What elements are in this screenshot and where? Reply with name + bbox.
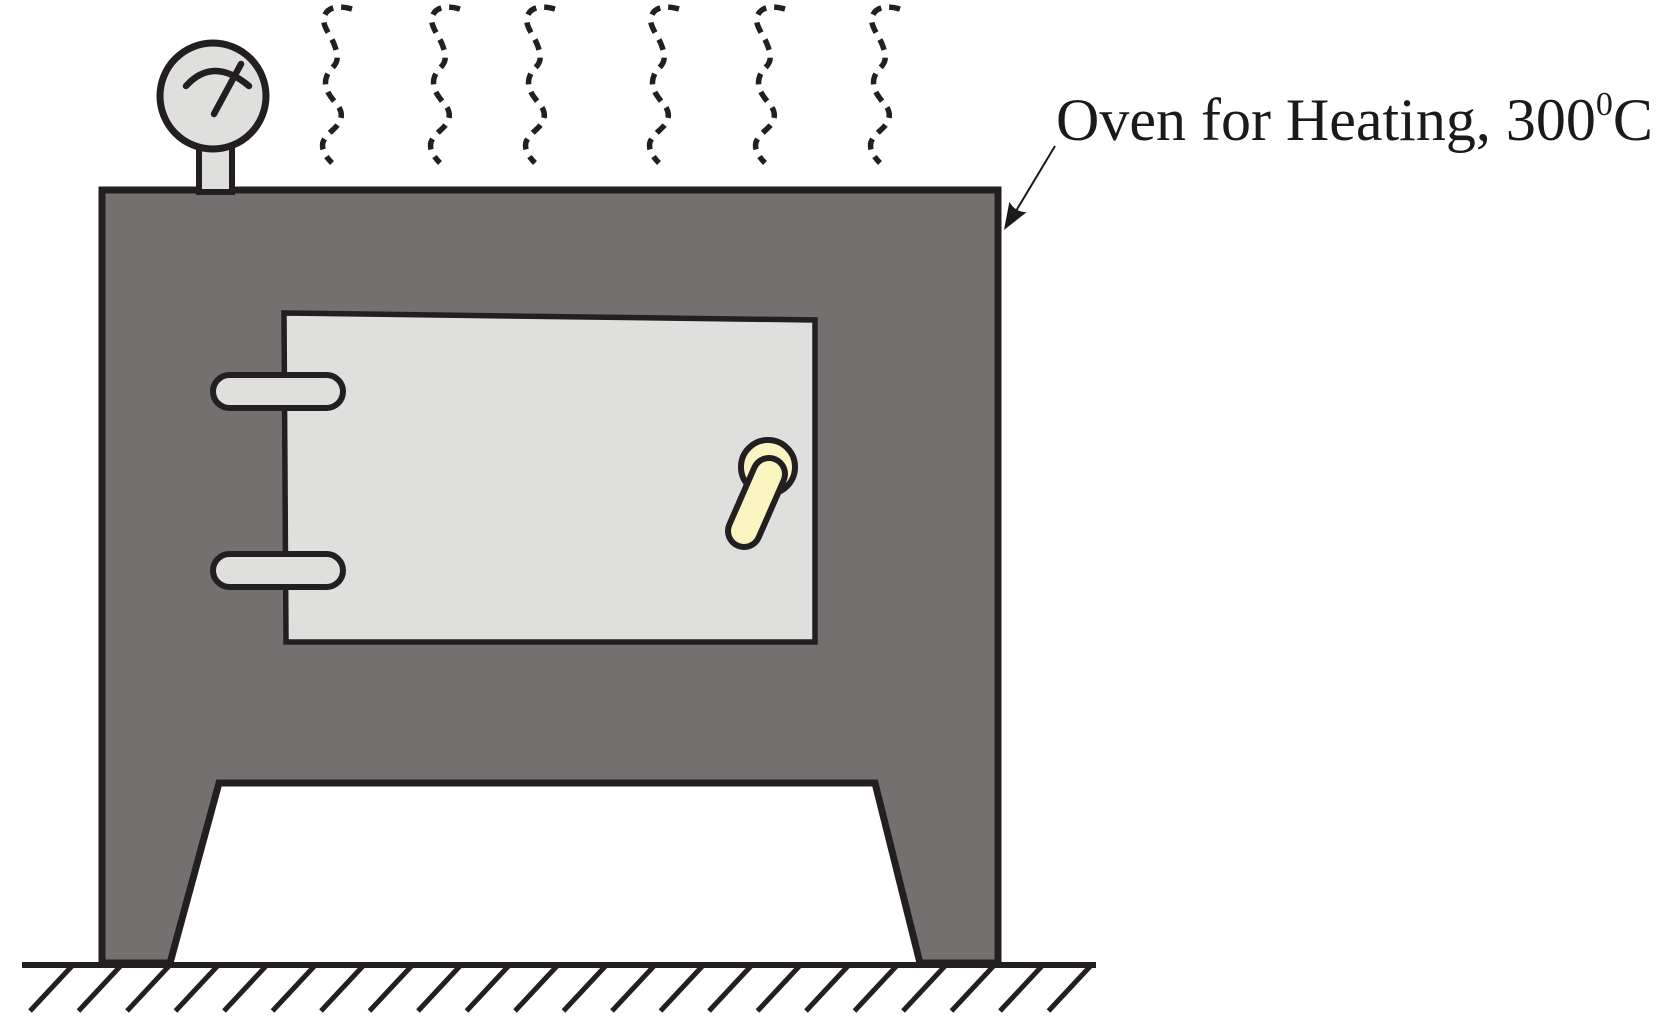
heat-waves	[323, 7, 900, 163]
ground-hatch-line	[367, 964, 414, 1013]
ground-hatch-line	[561, 964, 608, 1013]
annotation-arrow	[1004, 145, 1056, 230]
oven-label-superscript: 0	[1595, 86, 1613, 123]
heat-wave-icon	[526, 7, 555, 163]
ground-hatch-line	[28, 964, 74, 1013]
ground-hatch-line	[319, 964, 365, 1013]
ground-hatch-line	[173, 964, 220, 1013]
ground-hatch-line	[464, 964, 511, 1013]
ground-hatch-line	[76, 964, 123, 1013]
heat-wave-icon	[323, 7, 352, 163]
temperature-gauge	[156, 39, 270, 195]
heat-wave-icon	[871, 7, 900, 163]
heat-wave-icon	[431, 7, 460, 163]
arrowhead-icon	[1004, 201, 1027, 230]
ground-hatch-line	[658, 964, 705, 1013]
ground-hatch-line	[755, 964, 802, 1013]
oven-label-text: Oven for Heating, 300	[1056, 87, 1596, 153]
ground-hatch-line	[1046, 964, 1093, 1013]
ground-hatch-line	[804, 964, 850, 1013]
oven-label-unit: C	[1612, 87, 1653, 153]
ground-hatch-line	[998, 964, 1044, 1013]
gauge-arc	[182, 67, 253, 90]
ground-hatch-line	[125, 964, 171, 1013]
ground-hatch-line	[270, 964, 317, 1013]
ground	[22, 962, 1096, 1013]
oven-label: Oven for Heating, 3000C	[1056, 87, 1653, 153]
heat-wave-icon	[756, 7, 785, 163]
heat-wave-icon	[650, 7, 679, 163]
ground-hatch-line	[513, 964, 559, 1013]
ground-hatch-line	[222, 964, 268, 1013]
arrow-line	[1015, 145, 1056, 212]
ground-hatching	[28, 964, 1093, 1013]
ground-hatch-line	[901, 964, 947, 1013]
door-knob	[725, 437, 798, 550]
ground-hatch-line	[610, 964, 656, 1013]
door-hinge-top	[210, 372, 346, 411]
gauge-needle-icon	[210, 60, 245, 118]
gauge-dial	[156, 39, 270, 153]
door-hinge-bottom	[210, 551, 346, 590]
door-panel	[281, 310, 818, 645]
ground-hatch-line	[416, 964, 462, 1013]
ground-hatch-line	[707, 964, 753, 1013]
oven-door	[210, 310, 818, 645]
knob-lever-icon	[731, 461, 782, 544]
ground-hatch-line	[949, 964, 996, 1013]
ground-hatch-line	[852, 964, 899, 1013]
